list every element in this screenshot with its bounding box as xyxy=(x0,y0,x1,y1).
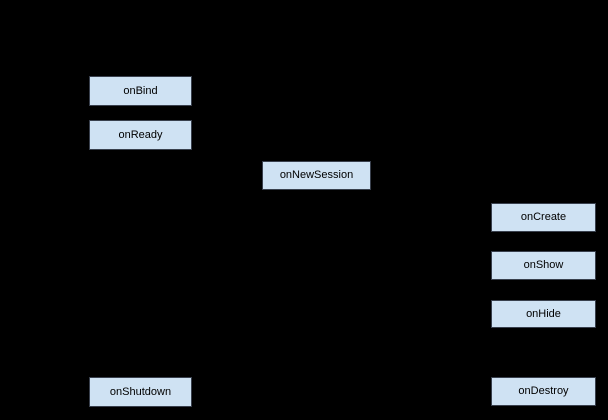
node-onshutdown: onShutdown xyxy=(89,377,192,407)
node-ondestroy: onDestroy xyxy=(491,377,596,406)
node-onhide: onHide xyxy=(491,300,596,328)
node-oncreate: onCreate xyxy=(491,203,596,232)
node-onready: onReady xyxy=(89,120,192,150)
node-onbind: onBind xyxy=(89,76,192,106)
node-onnewsession: onNewSession xyxy=(262,161,371,190)
node-onshow: onShow xyxy=(491,251,596,280)
